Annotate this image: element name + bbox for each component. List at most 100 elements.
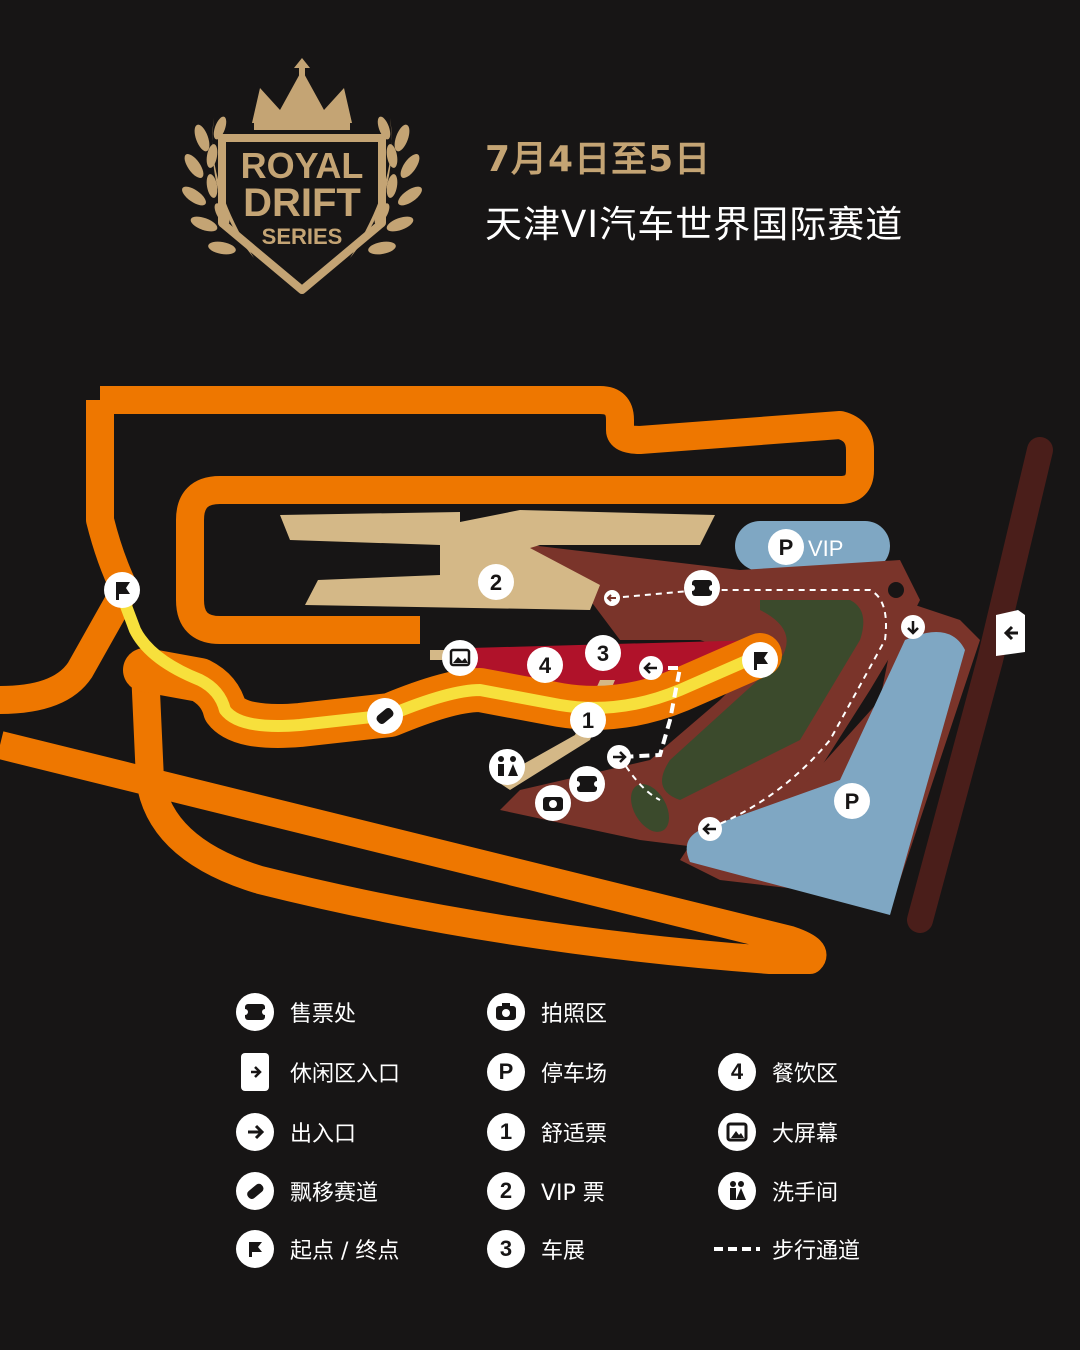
exit-entrance-icon	[236, 1113, 274, 1151]
zone-1-marker[interactable]: 1	[570, 702, 606, 738]
entrance-marker-2[interactable]	[607, 745, 631, 769]
lounge-entrance-icon	[241, 1053, 269, 1091]
legend-photo-zone: 拍照区	[487, 992, 607, 1032]
legend-lounge-entrance: 休闲区入口	[236, 1052, 400, 1092]
main-parking-marker[interactable]: P	[834, 783, 870, 819]
drift-track-marker[interactable]	[367, 698, 403, 734]
legend-label: 休闲区入口	[290, 1062, 401, 1087]
legend-label: 车展	[541, 1239, 586, 1264]
legend-walkway: 步行通道	[714, 1229, 860, 1269]
grandstand	[280, 510, 715, 610]
entrance-marker-3[interactable]	[604, 590, 620, 606]
restroom-marker[interactable]	[489, 749, 525, 785]
logo-drift-text: DRIFT	[243, 181, 361, 225]
vip-parking-p: P	[779, 535, 794, 560]
venue-name: 天津VI汽车世界国际赛道	[485, 203, 904, 246]
drift-track-icon	[376, 708, 394, 724]
arrow-right-icon	[613, 751, 627, 763]
number-2-icon: 2	[487, 1172, 525, 1210]
main-parking-area	[686, 632, 965, 915]
number-glyph: 2	[499, 1178, 513, 1203]
arrow-left-icon	[643, 662, 657, 674]
main-parking-p: P	[845, 789, 860, 814]
track-left-section	[0, 400, 139, 714]
lounge-entrance-marker[interactable]	[996, 610, 1025, 656]
arrow-left-icon	[606, 594, 616, 602]
flag-icon	[236, 1230, 274, 1268]
legend-label: 停车场	[541, 1062, 608, 1087]
legend-label: 大屏幕	[772, 1122, 839, 1147]
zone-2-marker[interactable]: 2	[478, 564, 514, 600]
legend-car-show: 3 车展	[487, 1229, 585, 1269]
zone-4-marker[interactable]: 4	[527, 647, 563, 683]
legend-label: 起点 / 终点	[290, 1239, 400, 1264]
ticket-marker-bottom[interactable]	[569, 766, 605, 802]
legend-drift-track: 飘移赛道	[236, 1171, 378, 1211]
flag-icon	[116, 582, 130, 600]
number-1-icon: 1	[487, 1113, 525, 1151]
legend-label: 售票处	[290, 1002, 357, 1027]
number-glyph: 1	[499, 1119, 513, 1144]
camera-icon	[487, 993, 525, 1031]
ticket-icon	[692, 580, 712, 596]
vip-parking-marker[interactable]: P VIP	[768, 529, 843, 565]
vip-parking-label: VIP	[808, 536, 843, 561]
legend-label: 舒适票	[541, 1122, 608, 1147]
green-area	[662, 600, 864, 800]
number-3-icon: 3	[487, 1230, 525, 1268]
restroom-icon	[498, 764, 504, 776]
number-glyph: 4	[730, 1059, 744, 1084]
arrow-down-icon	[907, 621, 919, 635]
zone-3-marker[interactable]: 3	[585, 635, 621, 671]
walkway-path-short	[619, 666, 683, 759]
parking-icon: P	[487, 1053, 525, 1091]
big-screen-icon	[718, 1113, 756, 1151]
circuit-map: P VIP P 2 4 3 1	[0, 386, 1053, 974]
green-area-small	[631, 784, 669, 832]
legend-comfort-ticket: 1 舒适票	[487, 1112, 607, 1152]
legend-restroom: 洗手间	[718, 1171, 838, 1211]
ticket-icon	[577, 776, 597, 792]
legend-label: 餐饮区	[772, 1062, 839, 1087]
entrance-marker-5[interactable]	[901, 615, 925, 639]
junction-dot	[888, 582, 904, 598]
zone-4-label: 4	[539, 653, 552, 678]
finish-flag-marker[interactable]	[742, 642, 778, 678]
zone-1-label: 1	[582, 708, 594, 733]
start-flag-marker[interactable]	[104, 572, 140, 608]
legend-food: 4 餐饮区	[718, 1052, 838, 1092]
legend-flag: 起点 / 终点	[236, 1229, 399, 1269]
track-straight	[0, 669, 827, 974]
entrance-marker-1[interactable]	[639, 656, 663, 680]
zone-3-label: 3	[597, 641, 609, 666]
legend-label: VIP 票	[541, 1181, 605, 1206]
logo-royal-text: ROYAL	[241, 145, 364, 186]
photo-zone-marker[interactable]	[535, 785, 571, 821]
big-screen-marker[interactable]	[442, 640, 478, 676]
lounge-entrance-icon	[1003, 625, 1018, 641]
number-glyph: 3	[499, 1236, 513, 1261]
legend-vip-ticket: 2 VIP 票	[487, 1171, 605, 1211]
walkway-icon	[714, 1230, 760, 1268]
number-4-icon: 4	[718, 1053, 756, 1091]
restroom-icon	[718, 1172, 756, 1210]
royal-drift-series-logo: ROYAL DRIFT SERIES	[182, 58, 422, 294]
entrance-marker-4[interactable]	[698, 817, 722, 841]
big-screen-icon	[449, 648, 471, 667]
legend-big-screen: 大屏幕	[718, 1112, 838, 1152]
legend-label: 洗手间	[772, 1181, 839, 1206]
legend-ticket: 售票处	[236, 992, 356, 1032]
parking-glyph: P	[498, 1059, 514, 1084]
arrow-left-icon	[702, 823, 716, 835]
ticket-icon	[236, 993, 274, 1031]
zone-2-label: 2	[490, 570, 502, 595]
event-date: 7月4日至5日	[485, 139, 712, 180]
legend-label: 飘移赛道	[290, 1181, 379, 1206]
legend-label: 出入口	[290, 1122, 357, 1147]
ticket-marker-top[interactable]	[684, 570, 720, 606]
drift-track-icon	[236, 1172, 274, 1210]
walkway-path	[611, 589, 887, 829]
access-road	[907, 437, 1053, 933]
legend-exit-entrance: 出入口	[236, 1112, 356, 1152]
legend-label: 步行通道	[772, 1239, 861, 1264]
